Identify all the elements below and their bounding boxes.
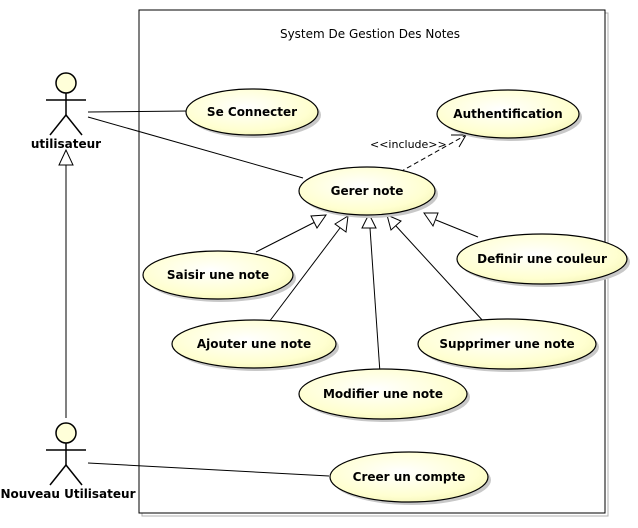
actor-nouveau-utilisateur[interactable]: Nouveau Utilisateur — [0, 422, 136, 501]
use-case-label: Saisir une note — [167, 268, 269, 282]
use-case-label: Creer un compte — [353, 470, 466, 484]
actor-label-utilisateur: utilisateur — [31, 137, 101, 151]
associations — [87, 110, 330, 477]
include-stereotype: <<include>> — [370, 138, 447, 151]
system-title: System De Gestion Des Notes — [280, 27, 460, 41]
use-case-ajouter-note[interactable]: Ajouter une note — [171, 319, 339, 371]
assoc-utilisateur-gerer-note — [87, 116, 304, 179]
use-case-authentification[interactable]: Authentification — [436, 89, 582, 141]
use-case-label: Supprimer une note — [439, 337, 574, 351]
use-case-generalizations — [255, 212, 485, 374]
use-case-label: Definir une couleur — [477, 252, 607, 266]
use-case-gerer-note[interactable]: Gerer note — [298, 166, 438, 218]
assoc-nouveau-creer-compte — [87, 462, 330, 477]
assoc-utilisateur-se-connecter — [87, 110, 189, 113]
use-case-definir-couleur[interactable]: Definir une couleur — [456, 233, 630, 287]
use-case-label: Authentification — [453, 107, 562, 121]
use-case-label: Gerer note — [331, 184, 404, 198]
use-case-label: Se Connecter — [207, 105, 297, 119]
use-case-label: Modifier une note — [323, 387, 443, 401]
use-case-label: Ajouter une note — [197, 337, 311, 351]
actor-utilisateur[interactable]: utilisateur — [31, 72, 101, 151]
actor-head-icon — [55, 72, 77, 94]
actor-label-nouveau: Nouveau Utilisateur — [0, 487, 135, 501]
use-case-supprimer-note[interactable]: Supprimer une note — [417, 318, 599, 372]
actor-head-icon — [55, 422, 77, 444]
use-case-creer-compte[interactable]: Creer un compte — [329, 451, 491, 505]
actor-generalization — [58, 148, 74, 418]
use-case-se-connecter[interactable]: Se Connecter — [185, 88, 321, 138]
use-case-saisir-note[interactable]: Saisir une note — [142, 250, 296, 302]
use-case-modifier-note[interactable]: Modifier une note — [298, 368, 470, 422]
